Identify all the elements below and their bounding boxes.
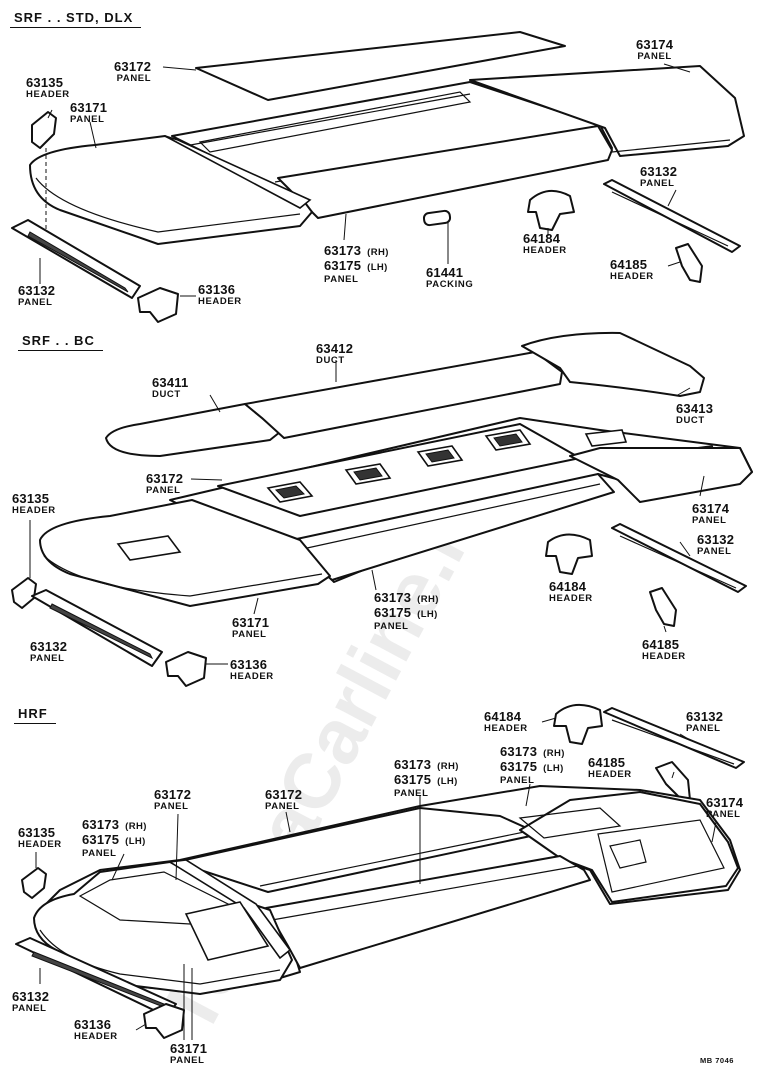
- drawing-code: MB 7046: [700, 1056, 734, 1065]
- s2-label-63173-63175: 63173(RH) 63175(LH) PANEL: [374, 590, 439, 632]
- section-title-srf-bc: SRF . . BC: [18, 333, 103, 351]
- section-2-drawing: [11, 331, 753, 687]
- s1-part-61441-packing: [422, 209, 452, 227]
- s1-part-63136-header: [137, 287, 179, 323]
- s3-part-63136-header: [143, 1003, 185, 1039]
- s2-part-63174-panel: [569, 447, 753, 503]
- s3-label-63173-63175-front: 63173(RH) 63175(LH) PANEL: [82, 817, 147, 859]
- s2-part-63135-header: [11, 577, 37, 609]
- s2-part-63136-header: [165, 651, 207, 687]
- s3-part-63135-header: [21, 867, 47, 899]
- s2-part-63413-duct: [521, 331, 705, 397]
- s3-label-63173-63175-center: 63173(RH) 63175(LH) PANEL: [394, 757, 459, 799]
- section-1-drawing: [11, 31, 745, 323]
- s3-part-63172-panel: [175, 807, 541, 893]
- s2-part-64184-header: [545, 533, 593, 575]
- s1-part-63135-header: [31, 111, 57, 149]
- section-title-hrf: HRF: [14, 706, 56, 724]
- s2-part-64185-header: [649, 587, 677, 627]
- s1-part-63132-rear-strip: [603, 179, 741, 253]
- s1-part-63174-panel: [469, 65, 745, 157]
- s1-label-63173-63175: 63173(RH) 63175(LH) PANEL: [324, 243, 389, 285]
- s3-part-63174-panel: [519, 791, 739, 903]
- s1-part-64185-header: [675, 243, 703, 283]
- s1-part-63172-panel: [195, 31, 566, 101]
- section-3-drawing: [15, 703, 745, 1040]
- s3-label-63173-63175-rear: 63173(RH) 63175(LH) PANEL: [500, 744, 565, 786]
- section-title-srf-std-dlx: SRF . . STD, DLX: [10, 10, 142, 28]
- s3-part-64184-header: [553, 703, 603, 745]
- s1-part-64184-header: [527, 189, 575, 231]
